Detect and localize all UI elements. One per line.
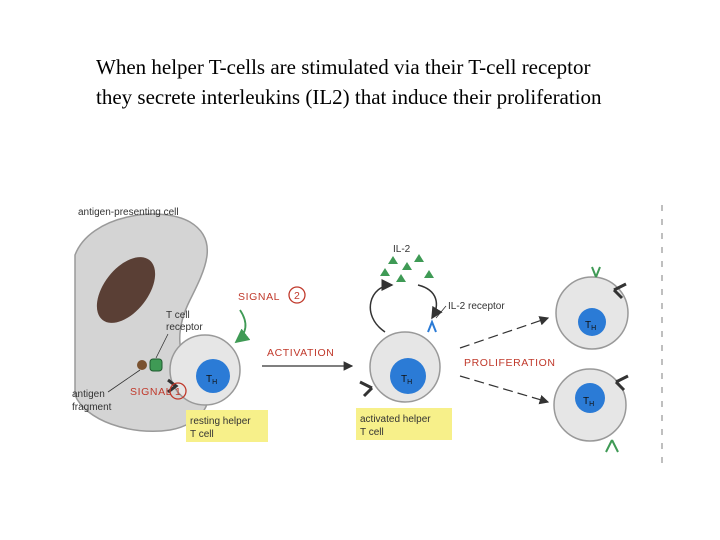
- activated-th-label: TH: [401, 374, 412, 386]
- il2-secretion-arrow: [369, 279, 394, 333]
- resting-label-2: T cell: [190, 429, 214, 440]
- il2-receptor-on-cell: [427, 319, 437, 333]
- il2-label: IL-2: [393, 244, 411, 255]
- signal-2-badge: [288, 286, 306, 304]
- resting-label-1: resting helper: [190, 416, 251, 427]
- antigen-fragment: [137, 360, 147, 370]
- activated-tcr: [359, 380, 374, 398]
- daughter-top-il2r: [591, 266, 601, 278]
- activation-label: ACTIVATION: [267, 347, 334, 359]
- tcr-label-2: receptor: [166, 322, 203, 333]
- resting-label-box: [186, 410, 268, 442]
- daughter-bottom-il2r: [605, 439, 619, 453]
- apc-label: antigen-presenting cell: [78, 207, 179, 218]
- caption-line-1: When helper T-cells are stimulated via t…: [96, 55, 591, 79]
- signal-1-badge: [169, 382, 187, 400]
- daughter-top-tcr: [612, 282, 627, 300]
- caption-line-2: they secrete interleukins (IL2) that ind…: [96, 85, 602, 109]
- activated-label-2: T cell: [360, 427, 384, 438]
- activated-label-box: [356, 408, 452, 440]
- signal-1-num: 1: [175, 386, 181, 398]
- activated-label-1: activated helper: [360, 414, 431, 425]
- signal-2-num: 2: [294, 290, 300, 302]
- activated-t-nucleus: [390, 358, 426, 394]
- il2-receptor-label: IL-2 receptor: [448, 301, 505, 312]
- resting-th-label: TH: [206, 374, 217, 386]
- signal-1-label: SIGNAL: [130, 386, 172, 398]
- daughter-top-nucleus: [578, 308, 606, 336]
- proliferation-arrow-up: [459, 316, 550, 349]
- proliferation-label: PROLIFERATION: [464, 357, 556, 369]
- caption: When helper T-cells are stimulated via t…: [96, 52, 696, 112]
- daughter-bottom-tcr: [614, 374, 629, 392]
- signal-2-label: SIGNAL: [238, 291, 280, 303]
- antigen-label-1: antigen: [72, 389, 105, 400]
- daughter-bottom-th: TH: [583, 396, 594, 408]
- antigen-label-2: fragment: [72, 402, 112, 413]
- il2-molecules: [380, 254, 434, 282]
- il2-binding-arrow: [417, 284, 443, 320]
- resting-t-nucleus: [196, 359, 230, 393]
- t-cell-receptor: [149, 358, 163, 372]
- daughter-top-th: TH: [585, 320, 596, 332]
- apc-nucleus: [96, 257, 156, 323]
- daughter-bottom-nucleus: [575, 383, 605, 413]
- tcr-label-1: T cell: [166, 310, 190, 321]
- signal-2-arrow: [234, 309, 251, 344]
- proliferation-arrow-down: [459, 375, 550, 405]
